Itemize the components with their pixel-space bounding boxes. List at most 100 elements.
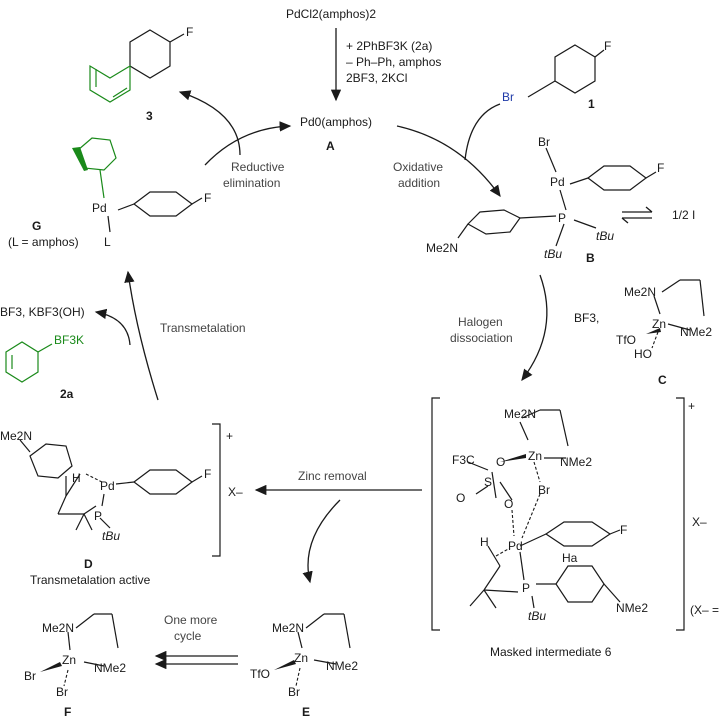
one-more-label-2: cycle [174,629,202,643]
masked-intermediate-brackets [431,397,685,631]
C-NMe2: NMe2 [680,325,712,339]
E-TfO: TfO [250,667,270,681]
boronate-BF3K: BF3K [54,333,84,347]
D-Me2N: Me2N [0,429,32,443]
intermediate-6-counterion: X– [692,515,707,529]
m6-NMe2-aryl: NMe2 [616,601,648,615]
label-G: G [32,219,41,233]
zinc-release-arrow [302,499,341,584]
m6-NMe2: NMe2 [560,455,592,469]
reductive-label-2: elimination [223,176,280,190]
complex-G-structure [72,137,203,233]
transmetalation-arrow [124,270,159,401]
F-NMe2: NMe2 [94,661,126,675]
B-tBu-1: tBu [596,229,614,243]
aryl-bromide-Br: Br [502,90,514,104]
m6-H: H [480,535,489,549]
label-A: A [326,139,335,153]
oxidative-addition-arrow [396,125,501,198]
C-Zn: Zn [652,317,666,331]
reagent-line-2: – Ph–Ph, amphos [346,55,441,69]
m6-O3: O [504,497,513,511]
complex-D-structure [19,439,203,531]
F-Br-2: Br [56,685,68,699]
complex-D-brackets [212,423,221,557]
transmetalation-label: Transmetalation [160,321,246,335]
m6-Br: Br [538,483,550,497]
reductive-elimination-arrow-product [178,90,241,156]
label-1: 1 [588,97,595,111]
label-3: 3 [146,109,153,123]
G-Pd: Pd [92,201,107,215]
masked-intermediate-6-structure [467,409,621,609]
halogen-dissociation-arrow [521,274,548,382]
m6-Zn: Zn [528,449,542,463]
D-Pd: Pd [100,479,115,493]
oxidative-label-1: Oxidative [393,160,443,174]
byproducts-label: BF3, KBF3(OH) [0,305,85,319]
D-plus: + [226,429,233,443]
m6-F: F [620,523,627,537]
product-3-F: F [186,25,193,39]
B-Br: Br [538,135,550,149]
D-P: P [94,509,102,523]
label-2a: 2a [60,387,74,401]
D-caption: Transmetalation active [30,573,151,587]
oxidative-label-2: addition [398,176,440,190]
boronate-2a-structure [5,341,53,383]
complex-B-structure [457,147,657,247]
precatalyst-label: PdCl2(amphos)2 [286,7,376,21]
half-dimer-label: 1/2 I [672,208,695,222]
m6-tBu: tBu [528,609,546,623]
complex-E-structure [274,613,351,687]
label-D: D [84,557,93,571]
label-F: F [64,705,71,719]
m6-Pd: Pd [508,539,523,553]
pd0-label: Pd0(amphos) [300,115,372,129]
reagent-line-3: 2BF3, 2KCl [346,71,407,85]
halogen-label-1: Halogen [458,315,503,329]
G-F: F [204,191,211,205]
m6-O1: O [496,455,505,469]
aryl-bromide-1-structure [527,44,605,98]
product-3-structure [89,29,185,103]
C-TfO: TfO [616,333,636,347]
E-Br: Br [288,685,300,699]
F-Br-1: Br [24,669,36,683]
C-HO: HO [634,347,652,361]
masked-intermediate-caption: Masked intermediate 6 [490,645,612,659]
aryl-bromide-feed-arrow [464,103,501,161]
complex-F-structure [40,613,119,687]
D-counterion: X– [228,485,243,499]
bf3-plus-label: BF3, [574,311,599,325]
C-Me2N: Me2N [624,285,656,299]
E-Zn: Zn [294,651,308,665]
B-tBu-2: tBu [544,247,562,261]
reductive-label-1: Reductive [231,160,285,174]
m6-S: S [484,475,492,489]
D-H: H [72,471,81,485]
F-Me2N: Me2N [42,621,74,635]
D-tBu: tBu [102,529,120,543]
D-F: F [204,467,211,481]
F-Zn: Zn [62,653,76,667]
equilibrium-forward-head [645,206,653,213]
label-B: B [586,251,595,265]
m6-P: P [522,581,530,595]
m6-Me2N: Me2N [504,407,536,421]
byproduct-arrow [94,308,131,346]
m6-F3C: F3C [452,453,475,467]
label-C: C [658,373,667,387]
intermediate-6-plus: + [688,399,695,413]
reductive-elimination-arrow-pd0 [204,121,292,166]
B-NMe2: Me2N [426,241,458,255]
complex-C-structure [646,279,705,349]
E-Me2N: Me2N [272,621,304,635]
G-L: L [104,235,111,249]
E-NMe2: NMe2 [326,659,358,673]
equilibrium-back-head [621,217,629,224]
B-P: P [558,211,566,225]
B-Pd: Pd [550,175,565,189]
